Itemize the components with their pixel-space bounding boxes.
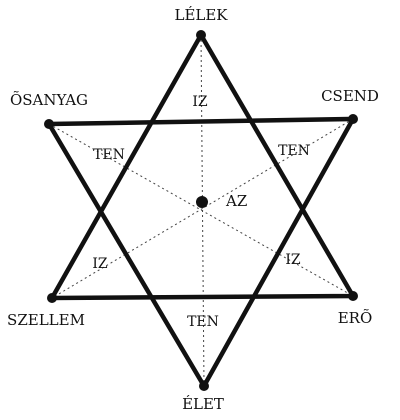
- node-center: [196, 196, 208, 208]
- vertex-label-bottom-left: SZELLEM: [7, 311, 85, 329]
- segment-label-upper: IZ: [192, 94, 208, 110]
- node-bottom: [199, 381, 209, 391]
- segment-label-upper-left: TEN: [93, 147, 125, 163]
- upward-triangle: [48, 30, 357, 301]
- segment-label-lower: TEN: [187, 314, 219, 330]
- segment-label-lower-left: IZ: [92, 256, 108, 272]
- vertex-label-bottom: ÉLET: [182, 395, 224, 413]
- node-top-right: [348, 114, 358, 124]
- node-top: [196, 30, 206, 40]
- vertex-label-top: LÉLEK: [174, 6, 228, 24]
- downward-triangle: [45, 116, 357, 391]
- node-bottom-right: [348, 291, 358, 301]
- segment-label-lower-right: IZ: [285, 252, 301, 268]
- node-top-left: [44, 119, 54, 129]
- vertex-label-top-right: CSEND: [321, 87, 379, 105]
- node-bottom-left: [47, 293, 57, 303]
- vertex-label-top-left: ÕSANYAG: [10, 91, 88, 109]
- center-label: AZ: [225, 192, 247, 210]
- diagonal-axis-line-1: [48, 123, 354, 297]
- segment-label-upper-right: TEN: [278, 143, 310, 159]
- vertex-label-bottom-right: ERÕ: [338, 309, 373, 327]
- diagonal-axis-line-2: [51, 118, 354, 299]
